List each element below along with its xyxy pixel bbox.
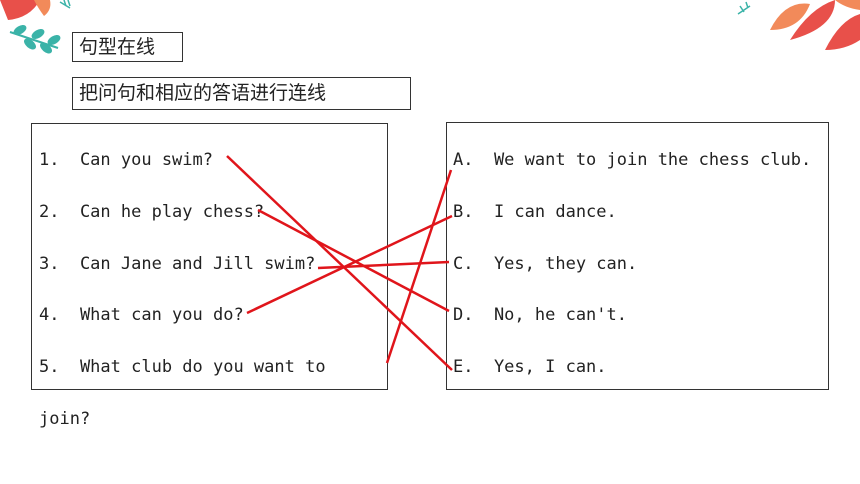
question-item-2: 2. Can he play chess? — [39, 202, 265, 222]
leaf-decoration-icon — [0, 0, 71, 54]
question-item-3: 3. Can Jane and Jill swim? — [39, 254, 316, 274]
answer-item-e: E. Yes, I can. — [453, 357, 607, 377]
question-item-1: 1. Can you swim? — [39, 150, 213, 170]
answer-item-a: A. We want to join the chess club. — [453, 150, 812, 170]
question-item-5-continuation: join? — [39, 409, 91, 429]
answer-item-b: B. I can dance. — [453, 202, 617, 222]
answers-panel — [446, 122, 829, 390]
section-title: 句型在线 — [72, 32, 183, 62]
answer-item-d: D. No, he can't. — [453, 305, 627, 325]
question-item-5: 5. What club do you want to — [39, 357, 326, 377]
question-item-4: 4. What can you do? — [39, 305, 244, 325]
instruction-text: 把问句和相应的答语进行连线 — [72, 77, 411, 110]
answer-item-c: C. Yes, they can. — [453, 254, 638, 274]
leaf-decoration-icon — [737, 0, 860, 50]
match-line-5-a — [385, 169, 453, 364]
